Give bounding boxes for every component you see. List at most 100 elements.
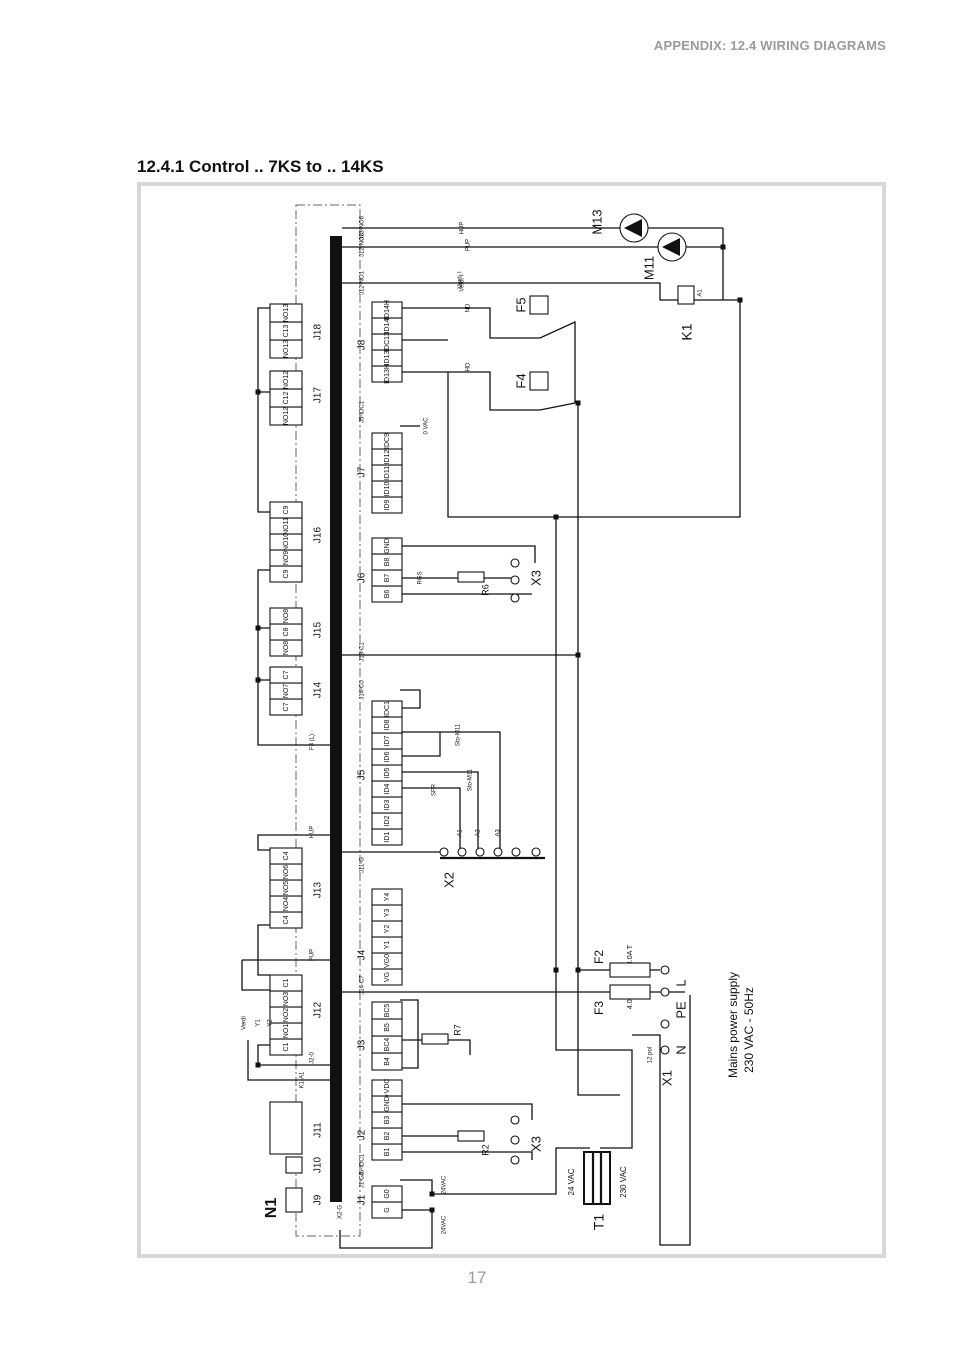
pump-m11-label: M11	[641, 256, 656, 280]
terminal-cell-j4-5	[371, 888, 403, 906]
fuse-f2	[609, 962, 651, 978]
terminal-label-j18-1: C13	[283, 324, 290, 337]
terminal-label-j8-4: ID14H	[384, 300, 391, 320]
terminal-label-j7-2: ID11	[384, 466, 391, 480]
signal-label-5: A1	[458, 829, 464, 837]
bus-label-19: Verd. I	[458, 271, 464, 289]
transformer-label: T1	[591, 1214, 607, 1231]
terminal-label-j3-2: B5	[384, 1023, 391, 1032]
pump-m11-arrow	[662, 238, 680, 256]
connector-j9-box	[285, 1187, 303, 1213]
junction-dot-9	[255, 389, 261, 395]
terminal-label-j5-7: ID8	[384, 719, 391, 730]
signal-label-0: 0 VAC	[424, 417, 430, 435]
terminal-label-j16-3: NO11	[283, 517, 290, 535]
signal-label-14: PUP	[466, 239, 472, 251]
resistor-r6	[457, 571, 485, 583]
terminal-label-j12-3: NO3	[283, 992, 290, 1007]
connector-label-j16: J16	[313, 527, 324, 544]
terminal-cell-j15-2	[269, 607, 303, 625]
terminal-label-j2-0: B1	[384, 1148, 391, 1157]
transformer-core	[583, 1151, 611, 1205]
signal-label-7: A3	[496, 829, 502, 837]
terminal-cell-j17-2	[269, 370, 303, 390]
terminal-label-j2-1: B2	[384, 1132, 391, 1141]
terminal-label-j6-0: B6	[384, 590, 391, 599]
bus-label-6: Y1	[256, 1019, 262, 1027]
bus-label-12: F3 (L)	[310, 734, 316, 750]
relay-k1-label: K1	[679, 323, 695, 340]
terminal-label-j8-0: ID13H	[384, 364, 391, 384]
terminal-label-j5-6: ID7	[384, 735, 391, 746]
junction-dot-1	[575, 400, 581, 406]
terminal-label-j13-4: C4	[283, 851, 290, 860]
terminal-label-j3-3: BC5	[384, 1004, 391, 1018]
mains-line2: 230 VAC - 50Hz	[742, 987, 756, 1073]
terminal-label-j13-1: NO4	[283, 897, 290, 912]
signal-label-16: 24VAC	[442, 1215, 448, 1234]
terminal-x3-lower-a	[510, 1115, 520, 1125]
connector-label-j9: J9	[313, 1194, 324, 1205]
signal-label-2: SFR	[432, 783, 438, 796]
terminal-x1-l	[660, 965, 670, 975]
terminal-label-j5-5: ID6	[384, 751, 391, 762]
bus-label-15: J5-IDC1	[360, 400, 366, 423]
terminal-cell-j5-8	[371, 700, 403, 718]
resistor-r7	[421, 1033, 449, 1045]
junction-dot-8	[737, 297, 743, 303]
terminal-label-j6-1: B7	[384, 574, 391, 583]
section-title: 12.4.1 Control .. 7KS to .. 14KS	[137, 157, 384, 176]
resistor-r6-label: R6	[480, 584, 490, 596]
mains-line1: Mains power supply	[726, 972, 740, 1078]
terminal-cell-j7-4	[371, 432, 403, 450]
terminal-x3-lower-b	[510, 1135, 520, 1145]
terminal-x1-pe-a	[660, 987, 670, 997]
relay-wiring	[241, 307, 330, 1081]
bus-label-7: Y2	[268, 1019, 274, 1027]
terminal-cell-j1-1	[371, 1185, 403, 1203]
bus-label-1: J1-G0	[360, 1171, 366, 1188]
terminal-x1-label: X1	[659, 1070, 674, 1086]
terminal-x3-lower-label: X3	[528, 1136, 543, 1152]
signal-label-3: Sto-M11	[468, 768, 474, 791]
pressure-f4-label: F4	[513, 373, 528, 388]
fuse-f3	[609, 984, 651, 1000]
junction-dot-6	[429, 1207, 435, 1213]
terminal-x1-pin-n: N	[673, 1045, 688, 1054]
terminal-label-j1-0: G	[384, 1207, 391, 1212]
terminal-cell-j8-4	[371, 301, 403, 319]
terminal-label-j4-5: Y4	[384, 893, 391, 902]
junction-dot-0	[553, 514, 559, 520]
bus-label-16: J12-NO1	[360, 270, 366, 295]
terminal-label-j5-1: ID2	[384, 815, 391, 826]
connector-label-j7: J7	[357, 466, 368, 477]
resistor-r2-label: R2	[480, 1144, 490, 1156]
connector-j10-box	[285, 1156, 303, 1174]
terminal-x2-pin-5	[531, 847, 541, 857]
terminal-x2-pin-4	[511, 847, 521, 857]
page-number: 17	[467, 1268, 487, 1287]
terminal-label-j2-3: GND	[384, 1096, 391, 1112]
terminal-label-j8-3: ID14	[384, 319, 391, 334]
bus-label-4: K1-A1	[300, 1071, 306, 1088]
terminal-label-j17-1: C12	[283, 391, 290, 404]
appendix-header: APPENDIX: 12.4 WIRING DIAGRAMS	[653, 38, 886, 53]
connector-label-j15: J15	[313, 622, 324, 639]
junction-dot-7	[720, 244, 726, 250]
bus-label-5: Verdi	[242, 1016, 248, 1030]
connector-label-j1: J1	[357, 1194, 368, 1205]
transformer-windings	[591, 1152, 603, 1204]
signal-label-4: Sto-M11	[456, 723, 462, 746]
junction-dot-2	[575, 652, 581, 658]
bus-label-3: J2-0	[310, 1052, 316, 1064]
main-bus-bar	[330, 236, 342, 1202]
terminal-label-j17-0: NO12	[283, 407, 290, 425]
terminal-label-j16-2: NO10	[283, 533, 290, 551]
terminal-x3-upper-a	[510, 558, 520, 568]
terminal-cell-j13-4	[269, 847, 303, 865]
pump-m13-label: M13	[589, 209, 604, 234]
terminal-label-j4-1: VG0	[384, 954, 391, 968]
terminal-label-j5-8: IDC1	[384, 701, 391, 717]
connector-label-j13: J13	[313, 882, 324, 899]
connector-label-j8: J8	[357, 339, 368, 350]
